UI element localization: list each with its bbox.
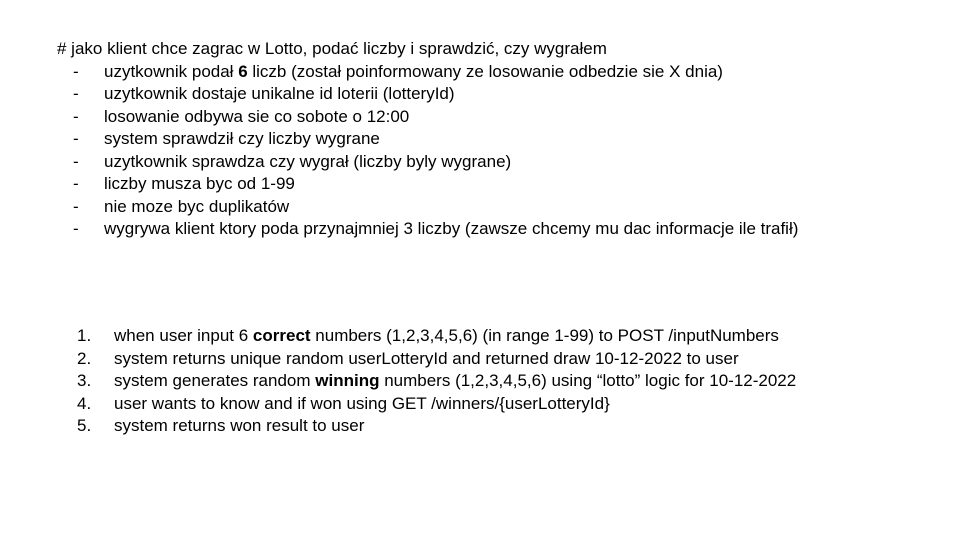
list-dash-marker: - [73, 151, 79, 171]
list-item-text: user wants to know and if won using GET … [114, 393, 610, 413]
list-item-bold-text: winning [315, 371, 380, 390]
list-dash-marker: - [73, 84, 79, 103]
list-item-text: liczb (został poinformowany ze losowanie… [247, 61, 723, 81]
list-item-text: system returns unique random userLottery… [114, 348, 739, 368]
list-dash-marker: - [73, 129, 79, 148]
steps-list: 1. when user input 6 correct numbers (1,… [0, 325, 796, 438]
list-item: - nie moze byc duplikatów [0, 196, 824, 219]
list-item-text: when user input 6 [114, 326, 253, 345]
list-item: - uzytkownik sprawdza czy wygrał (liczby… [0, 151, 824, 174]
list-number: 1. [77, 326, 92, 345]
list-item-bold-text: correct [252, 326, 311, 345]
list-number: 5. [77, 416, 92, 435]
list-dash-marker: - [73, 61, 79, 81]
page-heading: # jako klient chce zagrac w Lotto, podać… [57, 39, 607, 58]
list-item: 1. when user input 6 correct numbers (1,… [0, 325, 796, 348]
list-item: - liczby musza byc od 1-99 [0, 173, 824, 196]
list-number: 2. [77, 348, 92, 368]
list-item-text: uzytkownik dostaje unikalne id loterii (… [104, 84, 455, 103]
requirements-list: - uzytkownik podał 6 liczb (został poinf… [0, 61, 824, 241]
list-item-text: system returns won result to user [114, 416, 365, 435]
list-item-text: system sprawdził czy liczby wygrane [104, 129, 380, 148]
list-item-text: liczby musza byc od 1-99 [104, 174, 295, 193]
list-item-text: numbers (1,2,3,4,5,6) using “lotto” logi… [379, 371, 797, 390]
list-item-text: losowanie odbywa sie co sobote o 12:00 [104, 106, 410, 126]
list-item-text: system generates random [114, 371, 316, 390]
list-item: 2. system returns unique random userLott… [0, 348, 796, 371]
list-number: 4. [77, 393, 92, 413]
list-item-text: numbers (1,2,3,4,5,6) (in range 1-99) to… [310, 326, 779, 345]
list-item-text: uzytkownik podał [104, 61, 239, 81]
list-item: - losowanie odbywa sie co sobote o 12:00 [0, 106, 824, 129]
list-item-bold-text: 6 [238, 61, 248, 81]
list-item: - wygrywa klient ktory poda przynajmniej… [0, 218, 824, 241]
list-number: 3. [77, 371, 92, 390]
list-item-text: uzytkownik sprawdza czy wygrał (liczby b… [104, 151, 512, 171]
list-item: 3. system generates random winning numbe… [0, 370, 796, 393]
list-item-text: wygrywa klient ktory poda przynajmniej 3… [104, 219, 799, 238]
list-item: - system sprawdził czy liczby wygrane [0, 128, 824, 151]
list-item-text: nie moze byc duplikatów [104, 196, 290, 216]
list-item: 4. user wants to know and if won using G… [0, 393, 796, 416]
list-dash-marker: - [73, 174, 79, 193]
list-item: - uzytkownik podał 6 liczb (został poinf… [0, 61, 824, 84]
list-dash-marker: - [73, 219, 79, 238]
list-dash-marker: - [73, 196, 79, 216]
list-dash-marker: - [73, 106, 79, 126]
list-item: 5. system returns won result to user [0, 415, 796, 438]
list-item: - uzytkownik dostaje unikalne id loterii… [0, 83, 824, 106]
